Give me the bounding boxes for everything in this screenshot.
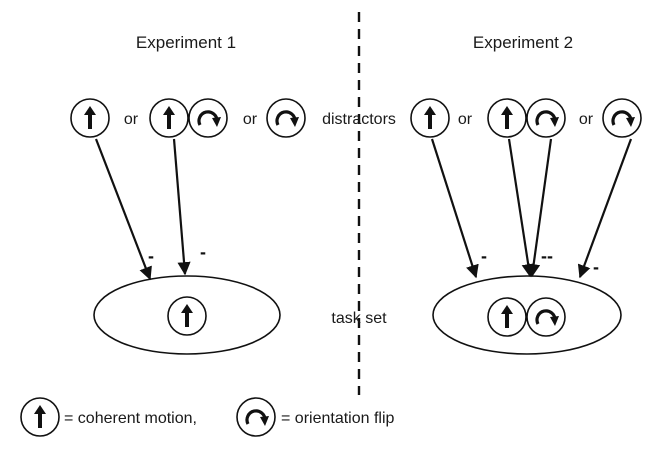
exp1-or-1: or [124,111,139,128]
arrow-exp2-flip [577,138,633,279]
arrow-exp1-both [172,138,191,276]
arrow-exp2-coherent [430,138,479,279]
arrow-exp1-coherent [94,138,152,281]
sign-exp2-middle: -- [541,246,553,266]
exp2-distractor-both [487,98,566,138]
legend-coherent-motion: = coherent motion, [20,397,197,437]
sign-exp1-right: - [200,242,206,262]
exp1-distractor-flip [266,98,306,138]
inhibition-arrows [94,138,633,281]
legend: = coherent motion, = orientation flip [20,397,395,437]
task-set-label: task set [331,310,387,327]
experiment-2-title: Experiment 2 [473,33,573,52]
sign-exp2-left: - [481,246,487,266]
sign-exp1-left: - [148,246,154,266]
exp1-distractor-both [149,98,228,138]
exp2-or-1: or [458,111,473,128]
exp1-task-set [93,275,281,355]
arrow-exp2-both-b [527,138,553,278]
exp2-distractor-coherent [410,98,450,138]
exp2-task-set [432,275,622,355]
exp1-or-2: or [243,111,258,128]
sign-exp2-right: - [593,257,599,277]
legend-orientation-flip: = orientation flip [236,397,395,437]
experiment-1-title: Experiment 1 [136,33,236,52]
arrow-exp2-both-a [507,138,535,278]
legend-coherent-motion-label: = coherent motion, [64,410,197,427]
distractors-label: distractors [322,111,396,128]
exp2-or-2: or [579,111,594,128]
exp2-distractor-flip [602,98,642,138]
exp1-distractor-coherent [70,98,110,138]
legend-orientation-flip-label: = orientation flip [281,410,395,427]
